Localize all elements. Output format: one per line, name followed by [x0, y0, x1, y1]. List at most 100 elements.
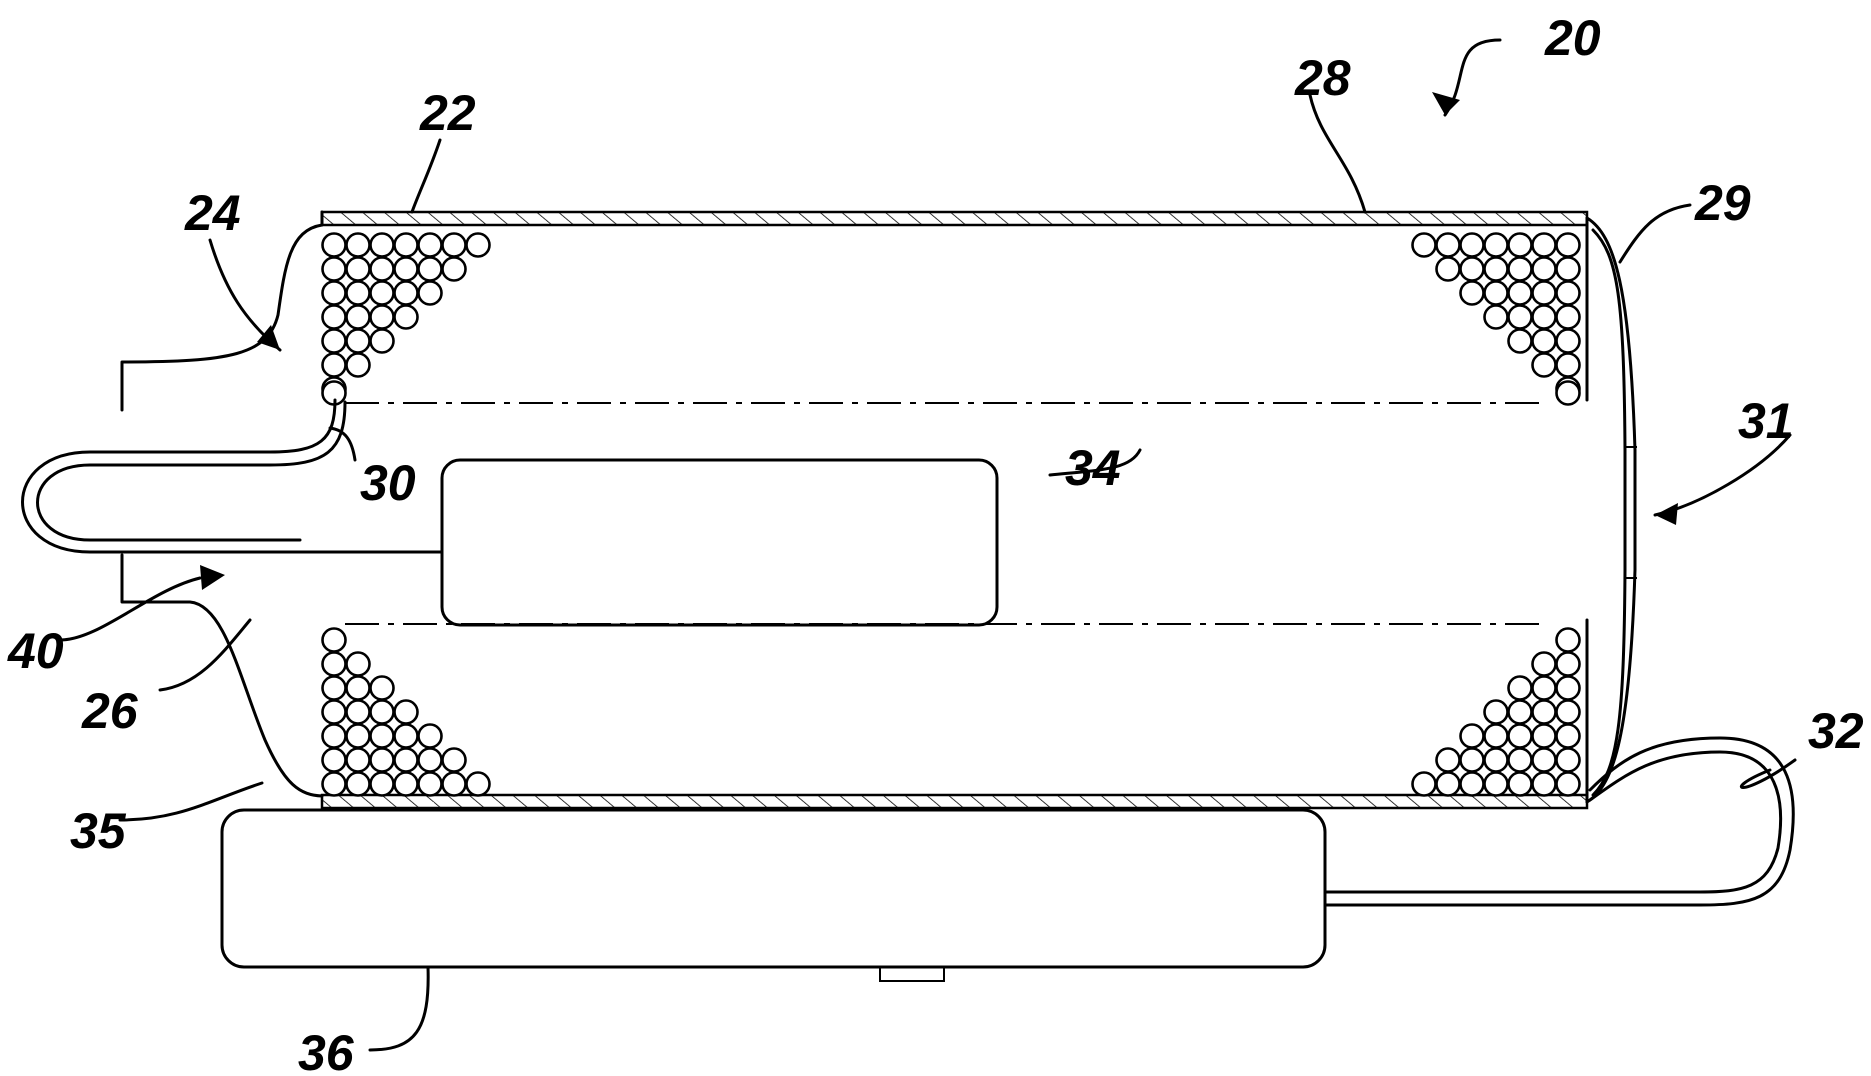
left-end-contour: [122, 225, 322, 410]
granule: [371, 234, 394, 257]
granule: [1557, 677, 1580, 700]
granule: [323, 306, 346, 329]
granule: [1533, 677, 1556, 700]
granule: [347, 234, 370, 257]
granule: [395, 701, 418, 724]
granule: [347, 282, 370, 305]
left-end-contour-lower: [122, 555, 322, 796]
granule: [1485, 749, 1508, 772]
granule: [419, 725, 442, 748]
granule: [395, 725, 418, 748]
leaders: [60, 40, 1795, 1050]
inner-cartridge: [442, 460, 997, 625]
granule: [1461, 234, 1484, 257]
end-plate: [1587, 218, 1637, 802]
granule: [323, 354, 346, 377]
granule: [1413, 773, 1436, 796]
granule: [1509, 306, 1532, 329]
granule: [419, 234, 442, 257]
granule: [347, 306, 370, 329]
granule: [323, 701, 346, 724]
granule: [395, 773, 418, 796]
label-28: 28: [1294, 50, 1351, 106]
label-24: 24: [184, 185, 241, 241]
granule: [395, 234, 418, 257]
granule: [1557, 330, 1580, 353]
granule: [1557, 653, 1580, 676]
label-32: 32: [1808, 703, 1864, 759]
granule: [1533, 354, 1556, 377]
arrowheads: [200, 92, 1678, 590]
granule: [1509, 773, 1532, 796]
granule: [1557, 749, 1580, 772]
granule: [371, 725, 394, 748]
granule: [1557, 725, 1580, 748]
granule: [323, 725, 346, 748]
granule: [443, 773, 466, 796]
granule: [1461, 773, 1484, 796]
granule: [323, 773, 346, 796]
granule: [323, 749, 346, 772]
granule: [1461, 749, 1484, 772]
granule: [347, 701, 370, 724]
granule: [395, 258, 418, 281]
granule: [443, 234, 466, 257]
granule: [323, 653, 346, 676]
granule: [347, 677, 370, 700]
granule: [1557, 701, 1580, 724]
granule: [1485, 701, 1508, 724]
base-port: [880, 967, 944, 981]
granule: [443, 258, 466, 281]
granule: [371, 282, 394, 305]
granule: [347, 773, 370, 796]
granule: [371, 258, 394, 281]
granule: [1557, 306, 1580, 329]
granule: [1509, 677, 1532, 700]
granule: [1533, 653, 1556, 676]
tube-32-inner: [1325, 752, 1781, 892]
granule: [1533, 306, 1556, 329]
label-20: 20: [1544, 10, 1601, 66]
granule: [1509, 258, 1532, 281]
granule: [1485, 773, 1508, 796]
label-36: 36: [298, 1025, 355, 1076]
granule: [1533, 258, 1556, 281]
granule: [1533, 773, 1556, 796]
granule: [1437, 258, 1460, 281]
granule: [1533, 701, 1556, 724]
granule: [371, 701, 394, 724]
granule: [419, 258, 442, 281]
granule: [1557, 354, 1580, 377]
granule: [1437, 234, 1460, 257]
granule: [1557, 382, 1580, 405]
granule: [1509, 725, 1532, 748]
label-40: 40: [7, 623, 64, 679]
granule: [347, 354, 370, 377]
granule: [323, 330, 346, 353]
granule: [1485, 725, 1508, 748]
granule: [1485, 282, 1508, 305]
granule: [419, 282, 442, 305]
granule: [1509, 234, 1532, 257]
granule: [347, 258, 370, 281]
tube-30: [23, 400, 336, 552]
label-22: 22: [419, 85, 476, 141]
granule: [1509, 701, 1532, 724]
granule: [443, 749, 466, 772]
tube-30-inner: [38, 402, 346, 540]
granule: [467, 773, 490, 796]
label-26: 26: [81, 683, 139, 739]
granule: [1533, 234, 1556, 257]
granule: [1509, 749, 1532, 772]
granule: [1461, 258, 1484, 281]
granule: [323, 258, 346, 281]
granule: [1557, 629, 1580, 652]
label-30: 30: [360, 455, 416, 511]
granule: [1557, 234, 1580, 257]
label-29: 29: [1694, 175, 1751, 231]
granule: [1557, 258, 1580, 281]
granule: [347, 653, 370, 676]
granule: [1485, 306, 1508, 329]
granule: [347, 749, 370, 772]
